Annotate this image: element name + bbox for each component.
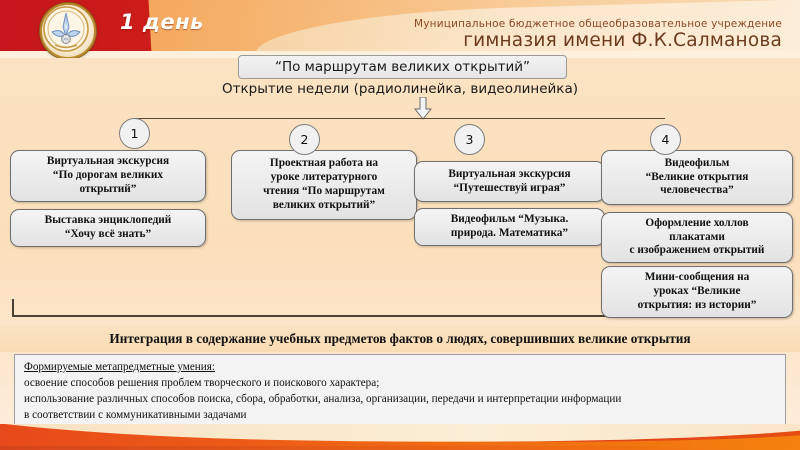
card-line: с изображением открытий <box>629 244 765 257</box>
metasubject-skills-panel: Формируемые метапредметные умения: освое… <box>14 354 786 427</box>
card-line: чтения “По маршрутам <box>263 185 385 197</box>
card-line: человечества” <box>660 184 734 197</box>
panel-line-1: освоение способов решения проблем творче… <box>24 376 380 389</box>
card-line: плакатами <box>669 230 725 243</box>
panel-line-3: в соответствии с коммуникативными задача… <box>24 408 247 421</box>
page-subtitle: Открытие недели (радиолинейка, видеолине… <box>222 81 578 97</box>
card-line: Мини-сообщения на <box>644 271 750 284</box>
card-line: открытий” <box>79 182 137 195</box>
school-emblem-icon <box>40 3 96 58</box>
integration-statement: Интеграция в содержание учебных предмето… <box>0 326 800 352</box>
card-line: Видеофильм <box>664 156 730 169</box>
slide-header: 1 день Муниципальное бюджетное общеобраз… <box>0 0 800 58</box>
activity-card: Виртуальная экскурсия “Путешествуй играя… <box>414 161 605 202</box>
activity-card: Оформление холлов плакатами с изображени… <box>601 212 793 263</box>
activity-card: Видеофильм “Музыка. природа. Математика” <box>414 208 605 246</box>
activity-card: Проектная работа на уроке литературного … <box>231 150 417 220</box>
card-line: уроках “Великие <box>653 285 741 298</box>
card-line: уроке литературного <box>270 171 378 184</box>
flow-marker-2: 2 <box>289 124 320 155</box>
card-line: Виртуальная экскурсия <box>448 167 571 180</box>
org-line-1: Муниципальное бюджетное общеобразователь… <box>413 18 782 30</box>
down-arrow-icon <box>412 96 434 120</box>
card-line: великих открытий” <box>272 198 376 211</box>
card-line: “Великие открытия <box>645 170 749 183</box>
org-line-2: гимназия имени Ф.К.Салманова <box>463 30 782 51</box>
flow-marker-3: 3 <box>454 124 485 155</box>
panel-heading: Формируемые метапредметные умения: <box>24 361 216 373</box>
card-line: Оформление холлов <box>645 216 749 229</box>
header-bottom-edge <box>0 51 800 58</box>
page-title: “По маршрутам великих открытий” <box>238 55 567 79</box>
card-line: Проектная работа на <box>269 157 379 170</box>
activity-card: Видеофильм “Великие открытия человечеств… <box>601 150 793 205</box>
card-line: “Хочу всё знать” <box>64 228 152 240</box>
card-line: Виртуальная экскурсия <box>46 155 170 168</box>
flow-marker-1: 1 <box>119 118 150 149</box>
activity-card: Виртуальная экскурсия “По дорогам велики… <box>10 150 206 202</box>
card-line: Выставка энциклопедий <box>44 214 172 227</box>
activity-card: Выставка энциклопедий “Хочу всё знать” <box>10 209 206 247</box>
card-line: природа. Математика” <box>450 227 569 239</box>
activity-card: Мини-сообщения на уроках “Великие открыт… <box>601 266 793 318</box>
panel-line-2: использование различных способов поиска,… <box>24 392 622 405</box>
slide-footer <box>0 424 800 450</box>
flow-marker-4: 4 <box>650 124 681 155</box>
footer-bottom-edge <box>0 446 800 450</box>
card-line: “По дорогам великих <box>52 169 164 182</box>
card-line: “Путешествуй играя” <box>453 181 566 194</box>
card-line: Видеофильм “Музыка. <box>450 213 569 226</box>
card-line: открытия: из истории” <box>637 298 757 311</box>
day-badge: 1 день <box>120 10 204 34</box>
flow-connector-line <box>135 118 665 119</box>
